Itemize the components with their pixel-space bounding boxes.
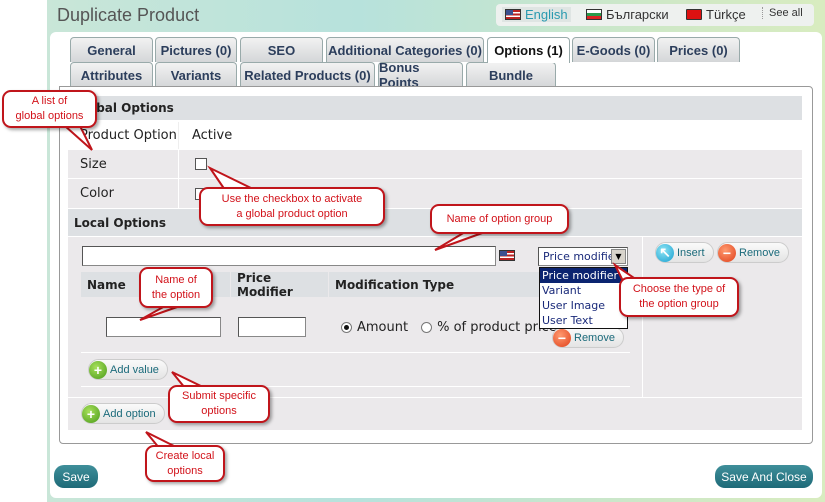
dropdown-option[interactable]: Price modifier (540, 268, 627, 283)
lang-label: English (525, 7, 568, 22)
value-name-input[interactable] (106, 317, 221, 337)
option-group-name-input[interactable] (82, 246, 496, 266)
radio-label: % of product price (437, 320, 557, 335)
global-row-color: Color (68, 178, 802, 208)
percent-radio[interactable] (421, 322, 433, 333)
plus-icon: + (89, 360, 107, 379)
lang-english[interactable]: English (502, 7, 571, 22)
tr-flag-icon (686, 9, 702, 20)
lang-label: Türkçe (706, 7, 746, 22)
radio-label: Amount (357, 320, 409, 335)
amount-radio[interactable] (341, 322, 352, 333)
button-label: Add value (110, 363, 159, 376)
divider (68, 397, 802, 398)
see-all-label: See all (769, 7, 803, 19)
language-bar: English Български Türkçe See all (496, 4, 814, 26)
tab-pictures[interactable]: Pictures (0) (155, 37, 237, 62)
button-label: Remove (574, 331, 615, 344)
tab-egoods[interactable]: E-Goods (0) (572, 37, 655, 62)
size-active-checkbox[interactable] (195, 158, 207, 170)
col-price-modifier: Price Modifier (231, 270, 328, 299)
section-title: Local Options (74, 215, 166, 230)
divider (81, 352, 630, 353)
lang-turkish[interactable]: Türkçe (686, 7, 746, 22)
tab-variants[interactable]: Variants (155, 62, 237, 87)
insert-button[interactable]: ↖Insert (655, 242, 714, 263)
col-label: Price Modifier (237, 270, 293, 299)
dropdown-option[interactable]: User Text (542, 314, 593, 327)
us-flag-icon (505, 9, 521, 20)
col-product-option: Product Option (68, 122, 179, 149)
option-type-select[interactable]: Price modifier ▼ (538, 247, 628, 266)
tab-related-products[interactable]: Related Products (0) (240, 62, 375, 87)
option-type-dropdown: Price modifier Variant User Image User T… (539, 267, 628, 329)
lang-bulgarian[interactable]: Български (586, 7, 669, 22)
tab-seo[interactable]: SEO (240, 37, 323, 62)
us-flag-icon (499, 250, 515, 261)
mod-type-radios: Amount % of product price (341, 320, 557, 335)
add-value-button[interactable]: +Add value (88, 359, 168, 380)
add-option-button[interactable]: +Add option (81, 403, 165, 424)
button-label: Remove (739, 246, 780, 259)
button-label: Insert (677, 246, 705, 259)
col-active: Active (192, 128, 233, 143)
col-label: Modification Type (335, 277, 455, 292)
tab-general[interactable]: General (70, 37, 153, 62)
global-row-size: Size (68, 149, 802, 178)
section-title: Global Options (74, 101, 174, 115)
callout-group-name: Name of option group (430, 204, 569, 234)
tab-bonus-points[interactable]: Bonus Points (378, 60, 463, 90)
lang-label: Български (606, 7, 669, 22)
minus-icon: − (718, 243, 736, 262)
plus-icon: + (82, 404, 100, 423)
price-modifier-input[interactable] (238, 317, 306, 337)
bg-flag-icon (586, 9, 602, 20)
col-label: Name (87, 277, 126, 292)
save-button[interactable]: Save (54, 465, 98, 488)
global-header-row: Product Option Active (68, 121, 802, 149)
select-value: Price modifier (543, 250, 620, 263)
tab-attributes[interactable]: Attributes (70, 62, 153, 87)
global-options-header: Global Options (68, 96, 802, 120)
divider (81, 386, 630, 387)
save-and-close-button[interactable]: Save And Close (715, 465, 813, 488)
page-title: Duplicate Product (57, 5, 200, 25)
tab-prices[interactable]: Prices (0) (657, 37, 740, 62)
chevron-down-icon[interactable]: ▼ (611, 249, 626, 264)
see-all-link[interactable]: See all (762, 7, 803, 19)
tab-additional-categories[interactable]: Additional Categories (0) (326, 37, 484, 62)
option-name: Size (68, 150, 179, 178)
option-name: Color (68, 179, 179, 208)
divider (642, 237, 643, 397)
remove-group-button[interactable]: −Remove (717, 242, 789, 263)
tab-options[interactable]: Options (1) (487, 37, 570, 63)
arrow-up-left-icon: ↖ (656, 243, 674, 262)
button-label: Add option (103, 407, 156, 420)
minus-icon: − (553, 328, 571, 347)
dropdown-option[interactable]: User Image (542, 299, 606, 312)
dropdown-option[interactable]: Variant (542, 284, 582, 297)
